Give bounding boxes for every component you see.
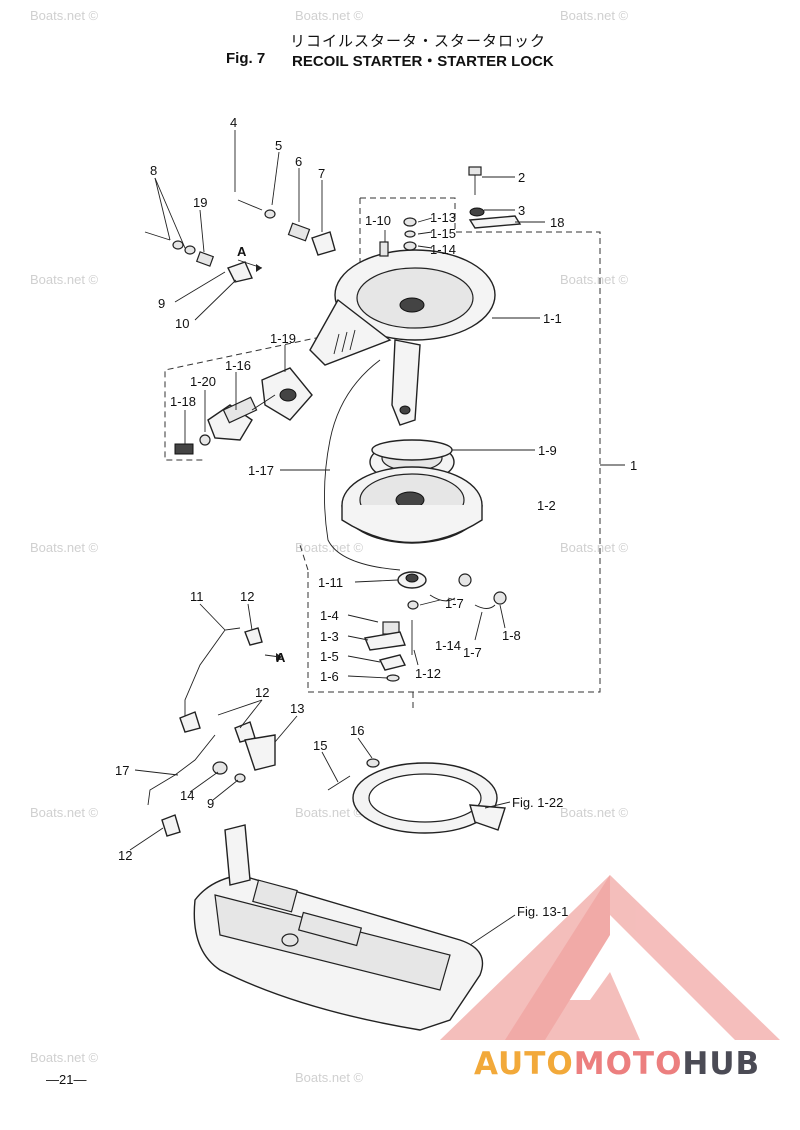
watermark: Boats.net ©	[30, 8, 99, 23]
figure-number: Fig. 7	[226, 50, 266, 67]
bottom-cowl	[193, 824, 484, 1031]
brand-part-3: HUB	[682, 1046, 761, 1082]
callout-8: 8	[150, 163, 157, 178]
watermark: Boats.net ©	[560, 272, 629, 287]
callout-9-b: 9	[207, 796, 214, 811]
callout-A-2: A	[276, 650, 286, 665]
callout-1-18: 1-18	[170, 394, 196, 409]
ratchet-parts	[364, 571, 507, 682]
callout-5: 5	[275, 138, 282, 153]
callout-6: 6	[295, 154, 302, 169]
callout-1-3: 1-3	[320, 629, 339, 644]
watermark: Boats.net ©	[560, 805, 629, 820]
fasteners-top	[144, 166, 522, 283]
watermark: Boats.net ©	[30, 272, 99, 287]
title-japanese: リコイルスタータ・スタータロック	[290, 32, 547, 50]
callout-1-15: 1-15	[430, 226, 456, 241]
callout-2: 2	[518, 170, 525, 185]
starter-rope	[323, 359, 401, 571]
callout-1-1: 1-1	[543, 311, 562, 326]
callout-1-14: 1-14	[430, 242, 456, 257]
page-number: —21—	[46, 1072, 87, 1087]
watermark: Boats.net ©	[560, 540, 629, 555]
callout-3: 3	[518, 203, 525, 218]
label-fig-13-1: Fig. 13-1	[517, 904, 568, 919]
callout-1-8: 1-8	[502, 628, 521, 643]
callout-1-6: 1-6	[320, 669, 339, 684]
callout-1-7-b: 1-7	[463, 645, 482, 660]
callout-1: 1	[630, 458, 637, 473]
callout-12-a: 12	[240, 589, 254, 604]
starter-case	[309, 249, 496, 426]
callout-1-16: 1-16	[225, 358, 251, 373]
callout-12-b: 12	[255, 685, 269, 700]
callout-1-12: 1-12	[415, 666, 441, 681]
watermark: Boats.net ©	[30, 1050, 99, 1065]
watermark: Boats.net ©	[560, 8, 629, 23]
callout-1-4: 1-4	[320, 608, 339, 623]
callout-13: 13	[290, 701, 304, 716]
callout-1-10: 1-10	[365, 213, 391, 228]
callout-labels: 2 3 18 4 5 6 7 8 19 9 10 A 1-10 1-13 1-1…	[115, 115, 637, 919]
callout-14: 14	[180, 788, 194, 803]
starter-drum	[341, 466, 483, 544]
label-fig-1-22: Fig. 1-22	[512, 795, 563, 810]
watermark: Boats.net ©	[295, 1070, 364, 1085]
callout-10: 10	[175, 316, 189, 331]
watermark: Boats.net ©	[295, 8, 364, 23]
callout-4: 4	[230, 115, 237, 130]
brand-part-1: AUTO	[474, 1046, 574, 1082]
title-english: RECOIL STARTER・STARTER LOCK	[292, 53, 554, 70]
watermark: Boats.net ©	[295, 540, 364, 555]
callout-11: 11	[190, 589, 204, 604]
callout-1-7-a: 1-7	[445, 596, 464, 611]
leader-lines	[129, 130, 625, 946]
callout-16: 16	[350, 723, 364, 738]
callout-7: 7	[318, 166, 325, 181]
callout-1-17: 1-17	[248, 463, 274, 478]
callout-12-c: 12	[118, 848, 132, 863]
mount-ring	[327, 758, 506, 834]
callout-15: 15	[313, 738, 327, 753]
callout-1-9: 1-9	[538, 443, 557, 458]
callout-1-2: 1-2	[537, 498, 556, 513]
callout-19: 19	[193, 195, 207, 210]
callout-18: 18	[550, 215, 564, 230]
callout-A: A	[237, 244, 247, 259]
callout-9: 9	[158, 296, 165, 311]
assembly-boundary-1	[164, 197, 601, 712]
watermark: Boats.net ©	[30, 805, 99, 820]
brand-logo-text: AUTOMOTOHUB	[474, 1046, 760, 1082]
callout-17: 17	[115, 763, 129, 778]
starter-handle-group	[174, 367, 313, 455]
brand-part-2: MOTO	[573, 1046, 683, 1082]
watermark: Boats.net ©	[30, 540, 99, 555]
callout-1-19: 1-19	[270, 331, 296, 346]
watermark: Boats.net ©	[295, 805, 364, 820]
brand-logo-mark	[440, 875, 780, 1040]
callout-1-11: 1-11	[318, 575, 343, 590]
callout-1-14-b: 1-14	[435, 638, 461, 653]
callout-1-20: 1-20	[190, 374, 216, 389]
callout-1-13: 1-13	[430, 210, 456, 225]
callout-1-5: 1-5	[320, 649, 339, 664]
